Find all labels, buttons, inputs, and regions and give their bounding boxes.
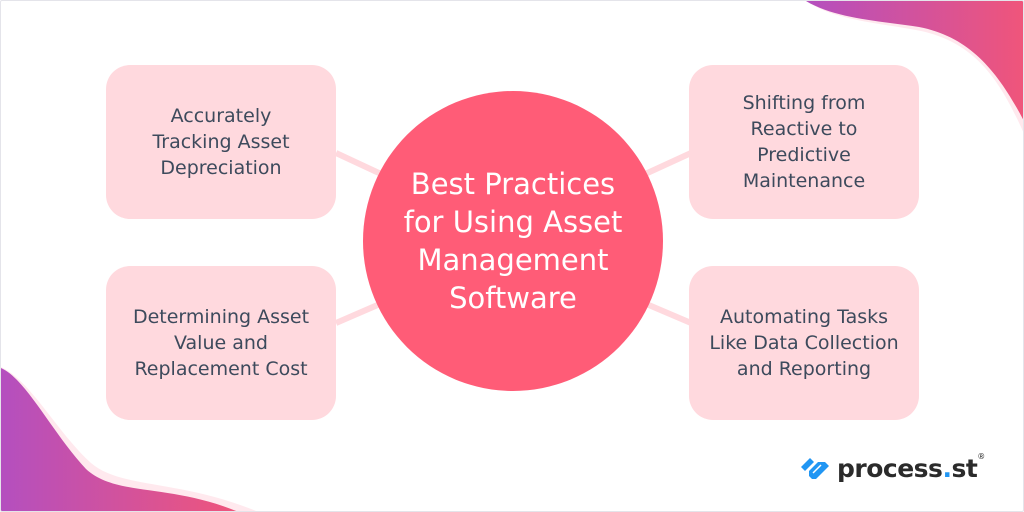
node-text-line: Tracking Asset <box>152 131 290 153</box>
node-text-line: Predictive <box>757 144 851 166</box>
node-text-line: and Reporting <box>736 358 872 380</box>
node-text-line: Like Data Collection <box>709 332 899 354</box>
node-text-line: Replacement Cost <box>134 358 308 380</box>
node-bottom-left: Determining Asset Value and Replacement … <box>106 266 336 420</box>
top-right-wave <box>806 1 1023 120</box>
center-text-line: Management <box>417 243 609 277</box>
node-text-line: Determining Asset <box>132 306 310 328</box>
process-st-logo-icon <box>801 457 829 479</box>
node-text-line: Reactive to <box>750 118 858 140</box>
logo-word-st: st <box>951 454 978 483</box>
node-text-line: Shifting from <box>742 92 866 114</box>
center-text-line: for Using Asset <box>403 205 623 239</box>
node-bottom-right: Automating Tasks Like Data Collection an… <box>689 266 919 420</box>
center-topic-circle: Best Practices for Using Asset Managemen… <box>363 91 663 391</box>
center-text-line: Software <box>449 281 577 315</box>
logo-word-process: process <box>837 454 943 483</box>
bottom-left-wave <box>1 368 236 511</box>
center-text-line: Best Practices <box>410 167 616 201</box>
process-st-logo: process.st® <box>799 452 985 483</box>
node-text-line: Maintenance <box>742 170 866 192</box>
logo-dot: . <box>942 454 952 483</box>
registered-mark: ® <box>977 452 985 461</box>
logo-wordmark: process.st® <box>837 452 985 483</box>
node-text-line: Automating Tasks <box>719 306 889 328</box>
node-text-line: Value and <box>174 332 268 354</box>
node-top-right: Shifting from Reactive to Predictive Mai… <box>689 65 919 219</box>
node-text-line: Depreciation <box>160 157 282 179</box>
node-text-line: Accurately <box>170 105 272 127</box>
node-top-left: Accurately Tracking Asset Depreciation <box>106 65 336 219</box>
